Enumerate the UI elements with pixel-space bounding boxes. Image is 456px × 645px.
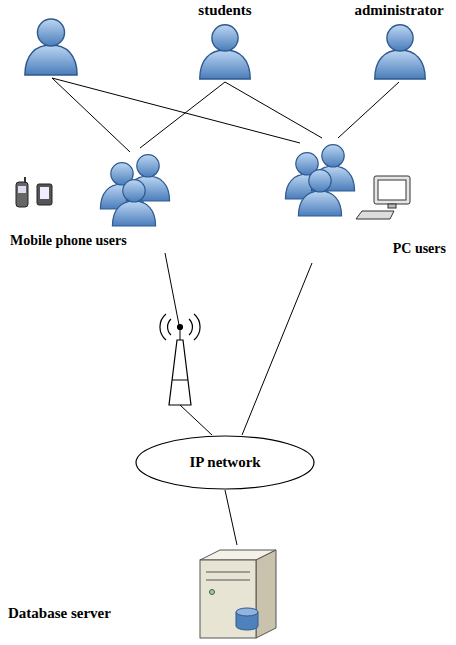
user-group: students xyxy=(175,2,275,82)
person-icon xyxy=(375,25,426,79)
node-label: administrator xyxy=(354,2,443,19)
user-group: PC users xyxy=(270,138,452,263)
user-group: administrator xyxy=(345,2,453,82)
person-icon xyxy=(25,19,77,75)
node-label: PC users xyxy=(393,241,446,257)
network-ellipse: IP network xyxy=(135,435,315,490)
server-icon xyxy=(200,550,276,638)
person-icon xyxy=(112,180,155,226)
connector-line xyxy=(165,253,212,435)
node-label: students xyxy=(198,2,251,19)
person-icon xyxy=(298,170,341,216)
user-group: Mobile phone users xyxy=(5,148,185,253)
node-label: Database server xyxy=(8,605,111,622)
pc-icon xyxy=(356,176,410,219)
connector-line xyxy=(225,490,237,545)
antenna-icon xyxy=(160,314,200,340)
connector-line xyxy=(338,82,399,138)
connector-line xyxy=(140,82,225,148)
server-node: Database server xyxy=(5,545,290,642)
phone-icons xyxy=(16,177,52,207)
node-label: IP network xyxy=(189,454,260,471)
connector-line xyxy=(242,263,312,435)
connector-line xyxy=(225,82,322,138)
user-links xyxy=(52,78,300,152)
node-label: Mobile phone users xyxy=(10,233,127,249)
person-icon xyxy=(200,25,251,79)
